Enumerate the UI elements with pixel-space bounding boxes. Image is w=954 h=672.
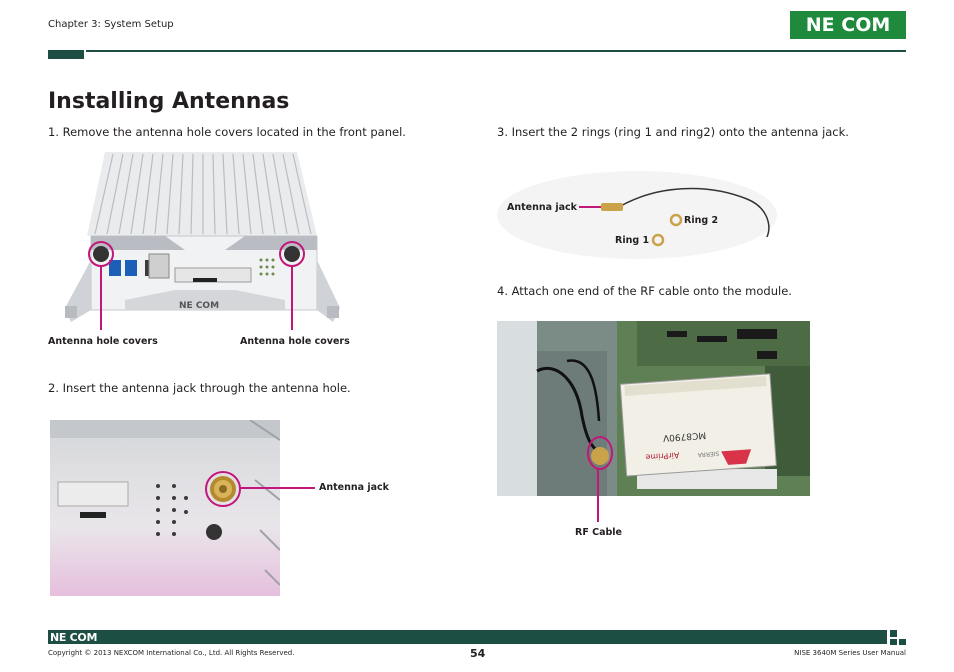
front-logo-text: NE COM [179, 301, 219, 311]
label-ring-2: Ring 2 [684, 215, 718, 226]
module-model-text: MC8790V [662, 429, 707, 442]
step-4-text: 4. Attach one end of the RF cable onto t… [497, 284, 792, 298]
page-number: 54 [470, 647, 486, 660]
module-maker-text: SIERRA [697, 450, 720, 459]
header-accent-bar [48, 50, 84, 59]
footer-square-icon [890, 630, 897, 637]
label-rf-cable: RF Cable [575, 527, 622, 538]
label-antenna-hole-covers-left: Antenna hole covers [48, 336, 158, 347]
front-panel-photo: NE COM [65, 150, 340, 330]
logo-text: NE COM [805, 14, 891, 36]
label-antenna-jack-step2: Antenna jack [319, 482, 389, 493]
antenna-rings-photo: Antenna jack Ring 2 Ring 1 [497, 165, 787, 260]
footer-logo: NE COM [50, 631, 98, 644]
nexcom-logo: NE COM [790, 11, 906, 39]
label-antenna-hole-covers-right: Antenna hole covers [240, 336, 350, 347]
antenna-jack-photo [50, 420, 280, 596]
footer-square-icon [890, 639, 897, 645]
footer-bar [48, 630, 887, 644]
manual-name: NISE 3640M Series User Manual [794, 649, 906, 657]
module-brand-text: AirPrime [645, 450, 680, 461]
step-1-text: 1. Remove the antenna hole covers locate… [48, 125, 406, 139]
footer-square-icon [899, 639, 906, 645]
label-antenna-jack-step3: Antenna jack [507, 202, 578, 213]
header-divider [86, 50, 906, 52]
rf-cable-module-photo: MC8790V AirPrime SIERRA [497, 321, 810, 496]
step-3-text: 3. Insert the 2 rings (ring 1 and ring2)… [497, 125, 849, 139]
page-title: Installing Antennas [48, 89, 290, 114]
callout-line-step2 [240, 487, 315, 489]
callout-line-rf-cable [597, 496, 599, 522]
chapter-label: Chapter 3: System Setup [48, 19, 174, 30]
copyright-text: Copyright © 2013 NEXCOM International Co… [48, 649, 295, 657]
label-ring-1: Ring 1 [615, 235, 649, 246]
step-2-text: 2. Insert the antenna jack through the a… [48, 381, 351, 395]
